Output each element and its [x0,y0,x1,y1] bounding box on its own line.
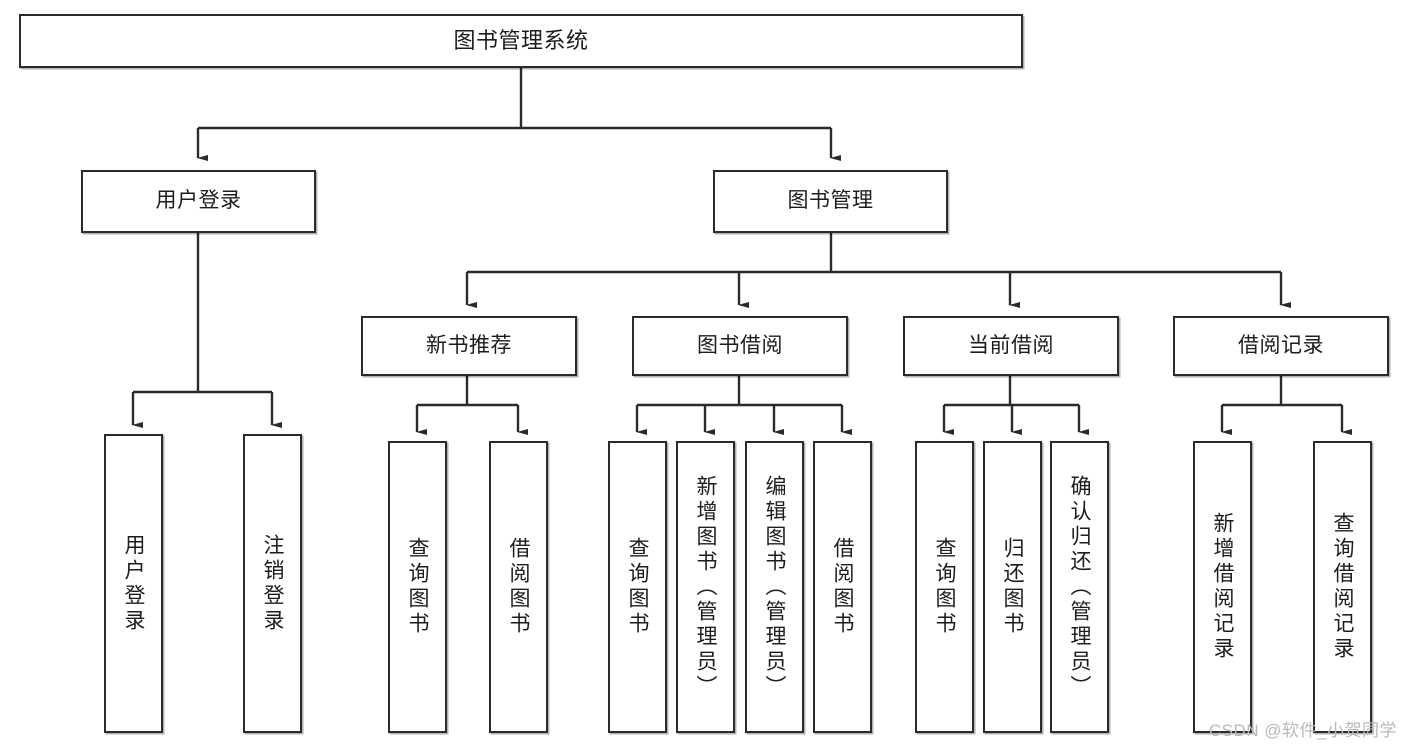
node-leaf-return-book-label: 归还图书 [1001,537,1024,637]
node-leaf-query-book-borrow-label: 查询图书 [626,537,649,637]
node-book-borrow-label: 图书借阅 [697,333,783,357]
node-book-manage-label: 图书管理 [787,189,874,213]
node-book-borrow[interactable]: 图书借阅 [632,316,848,376]
node-leaf-edit-book-admin[interactable]: 编辑图书（管理员） [745,441,804,733]
node-book-manage[interactable]: 图书管理 [713,170,948,233]
node-borrow-record[interactable]: 借阅记录 [1173,316,1389,376]
node-user-login-label: 用户登录 [155,189,242,213]
node-leaf-add-borrow-record-label: 新增借阅记录 [1211,512,1234,662]
node-leaf-return-book[interactable]: 归还图书 [983,441,1042,733]
node-leaf-edit-book-admin-label: 编辑图书（管理员） [763,474,786,700]
node-leaf-borrow-book[interactable]: 借阅图书 [813,441,872,733]
node-leaf-borrow-book-label: 借阅图书 [831,537,854,637]
node-leaf-query-book-rec[interactable]: 查询图书 [388,441,447,733]
node-leaf-user-login-label: 用户登录 [122,533,145,634]
node-leaf-query-borrow-record[interactable]: 查询借阅记录 [1313,441,1372,733]
node-leaf-add-borrow-record[interactable]: 新增借阅记录 [1193,441,1252,733]
node-leaf-confirm-return-admin-label: 确认归还（管理员） [1068,474,1091,700]
node-leaf-borrow-book-rec[interactable]: 借阅图书 [489,441,548,733]
node-leaf-borrow-book-rec-label: 借阅图书 [507,537,530,637]
node-leaf-add-book-admin[interactable]: 新增图书（管理员） [676,441,735,733]
csdn-watermark: CSDN @软件_小贺同学 [1208,721,1397,740]
node-leaf-confirm-return-admin[interactable]: 确认归还（管理员） [1050,441,1109,733]
node-leaf-query-book-current-label: 查询图书 [933,537,956,637]
node-leaf-user-login[interactable]: 用户登录 [104,434,163,733]
node-current-borrow-label: 当前借阅 [968,333,1054,357]
node-leaf-logout-login[interactable]: 注销登录 [243,434,302,733]
node-root[interactable]: 图书管理系统 [19,14,1023,68]
node-leaf-query-borrow-record-label: 查询借阅记录 [1331,512,1354,662]
node-current-borrow[interactable]: 当前借阅 [903,316,1119,376]
node-leaf-add-book-admin-label: 新增图书（管理员） [694,474,717,700]
node-borrow-record-label: 借阅记录 [1238,333,1324,357]
node-root-label: 图书管理系统 [453,28,589,54]
node-leaf-query-book-current[interactable]: 查询图书 [915,441,974,733]
node-user-login[interactable]: 用户登录 [81,170,316,233]
node-leaf-logout-login-label: 注销登录 [261,533,284,634]
node-leaf-query-book-rec-label: 查询图书 [406,537,429,637]
node-leaf-query-book-borrow[interactable]: 查询图书 [608,441,667,733]
node-new-book-recommend[interactable]: 新书推荐 [361,316,577,376]
node-new-book-recommend-label: 新书推荐 [426,333,512,357]
